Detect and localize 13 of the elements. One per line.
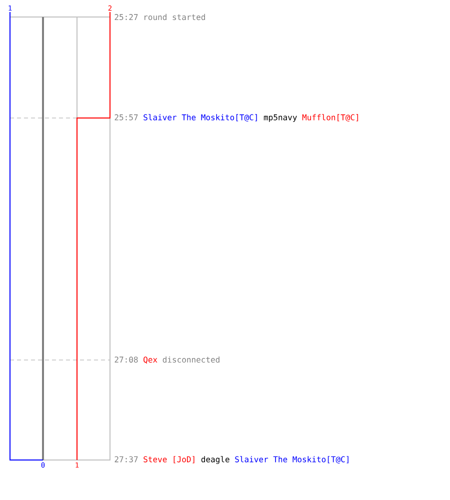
player-name: Qex: [144, 356, 158, 364]
weapon-name: deagle: [201, 456, 230, 464]
player-name: Steve [JoD]: [144, 456, 194, 464]
event-text: disconnected: [162, 356, 220, 363]
timestamp: 25:57: [114, 114, 138, 120]
weapon-name: mp5navy: [264, 114, 297, 122]
event-text: round started: [144, 14, 205, 20]
timestamp: 27:37: [114, 456, 138, 462]
player-name: Slaiver The Moskito[T@C]: [144, 114, 257, 122]
timestamp: 25:27: [114, 14, 138, 20]
player-name: Slaiver The Moskito[T@C]: [235, 456, 348, 464]
timestamp: 27:08: [114, 356, 138, 363]
player-name: Mufflon[T@C]: [302, 114, 358, 122]
